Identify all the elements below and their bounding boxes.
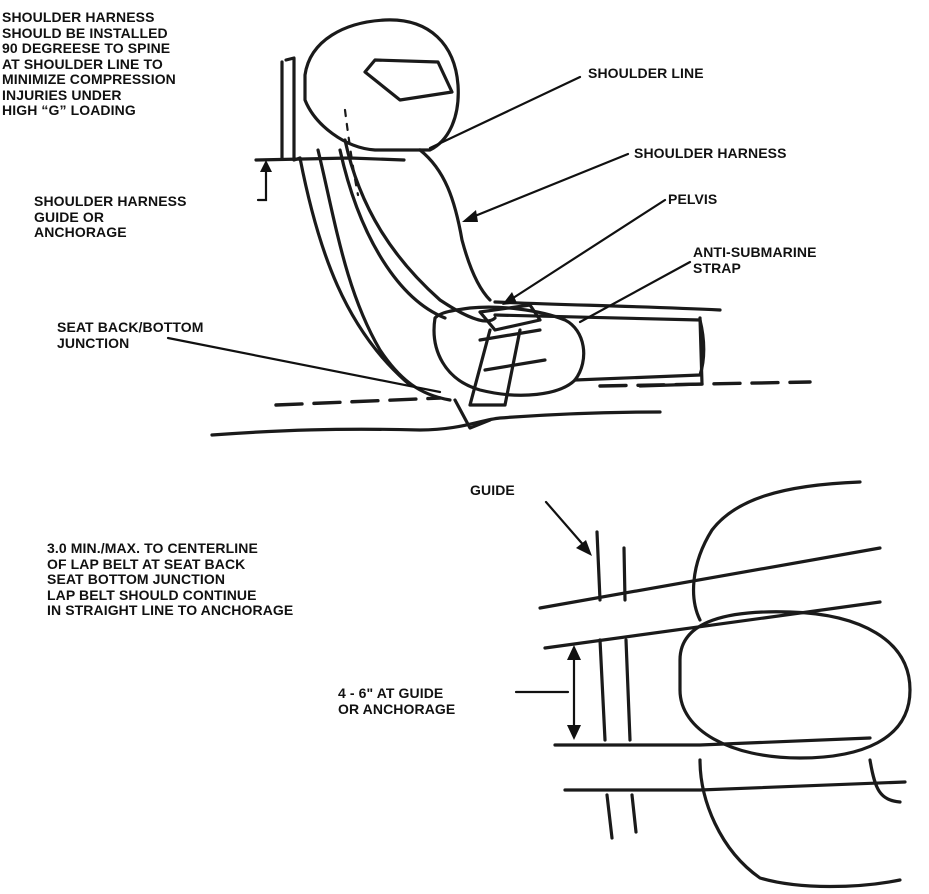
leader-shoulder-line [430, 77, 580, 148]
lap-note-line: SEAT BOTTOM JUNCTION [47, 572, 293, 588]
leader-seat-junction [168, 338, 440, 392]
note-line: 90 DEGREESE TO SPINE [2, 41, 176, 57]
note-line: SHOULD BE INSTALLED [2, 26, 176, 42]
guide-label-line: ANCHORAGE [34, 225, 187, 241]
seated-driver-figure [212, 20, 810, 435]
seat-back-shell [318, 150, 450, 400]
lap-note-line: IN STRAIGHT LINE TO ANCHORAGE [47, 603, 293, 619]
helmet-visor [365, 60, 452, 100]
thigh [495, 302, 720, 380]
spacing-label-line: OR ANCHORAGE [338, 702, 455, 718]
anti-submarine-text: ANTI-SUBMARINE [693, 245, 817, 261]
strap-upper [540, 548, 880, 648]
lap-belt-note: 3.0 MIN./MAX. TO CENTERLINE OF LAP BELT … [47, 541, 293, 619]
harness-guide-bar [256, 158, 404, 160]
shoulder-harness-label: SHOULDER HARNESS [634, 146, 787, 162]
shoulder-harness-guide-label: SHOULDER HARNESS GUIDE OR ANCHORAGE [34, 194, 187, 241]
note-line: INJURIES UNDER [2, 88, 176, 104]
detail-torso [694, 482, 860, 620]
lap-note-line: LAP BELT SHOULD CONTINUE [47, 588, 293, 604]
lap-note-line: 3.0 MIN./MAX. TO CENTERLINE [47, 541, 293, 557]
detail-pelvis [680, 612, 910, 758]
note-line: SHOULDER HARNESS [2, 10, 176, 26]
lap-note-line: OF LAP BELT AT SEAT BACK [47, 557, 293, 573]
torso-front [420, 150, 490, 300]
detail-leg-outline [700, 760, 900, 887]
arrowhead-guide [260, 160, 272, 172]
leader-anti-submarine [580, 262, 690, 322]
guide-text: GUIDE [470, 483, 515, 499]
shoulder-line-label: SHOULDER LINE [588, 66, 704, 82]
arrowhead-guide-detail [576, 540, 592, 556]
shoulder-harness-text: SHOULDER HARNESS [634, 146, 787, 162]
headrest [282, 58, 300, 160]
shoulder-harness-note: SHOULDER HARNESS SHOULD BE INSTALLED 90 … [2, 10, 176, 119]
arrowhead-pelvis [502, 292, 517, 305]
pelvis-label: PELVIS [668, 192, 717, 208]
guide-label-line: SHOULDER HARNESS [34, 194, 187, 210]
spacing-label-line: 4 - 6" AT GUIDE [338, 686, 455, 702]
seat-back-bottom-junction-label: SEAT BACK/BOTTOM JUNCTION [57, 320, 204, 351]
guide-post-1 [597, 532, 612, 838]
shoulder-line-text: SHOULDER LINE [588, 66, 704, 82]
floor-line [212, 412, 660, 435]
guide-label-line: GUIDE OR [34, 210, 187, 226]
seat-back-shell-outer [300, 158, 410, 385]
note-line: AT SHOULDER LINE TO [2, 57, 176, 73]
anti-submarine-strap-label: ANTI-SUBMARINE STRAP [693, 245, 817, 276]
guide-spacing-label: 4 - 6" AT GUIDE OR ANCHORAGE [338, 686, 455, 717]
note-line: HIGH “G” LOADING [2, 103, 176, 119]
pelvis-text: PELVIS [668, 192, 717, 208]
leader-shoulder-harness [470, 154, 628, 218]
lap-belt-detail [516, 482, 910, 887]
leader-guide-detail [546, 502, 586, 548]
guide-label: GUIDE [470, 483, 515, 499]
spacing-arrowhead-bottom [567, 725, 581, 740]
junction-label-line: JUNCTION [57, 336, 204, 352]
junction-label-line: SEAT BACK/BOTTOM [57, 320, 204, 336]
leader-pelvis [510, 200, 665, 300]
arrowhead-shoulder-harness [462, 210, 478, 222]
spacing-arrowhead-top [567, 645, 581, 660]
note-line: MINIMIZE COMPRESSION [2, 72, 176, 88]
strap-text: STRAP [693, 261, 817, 277]
